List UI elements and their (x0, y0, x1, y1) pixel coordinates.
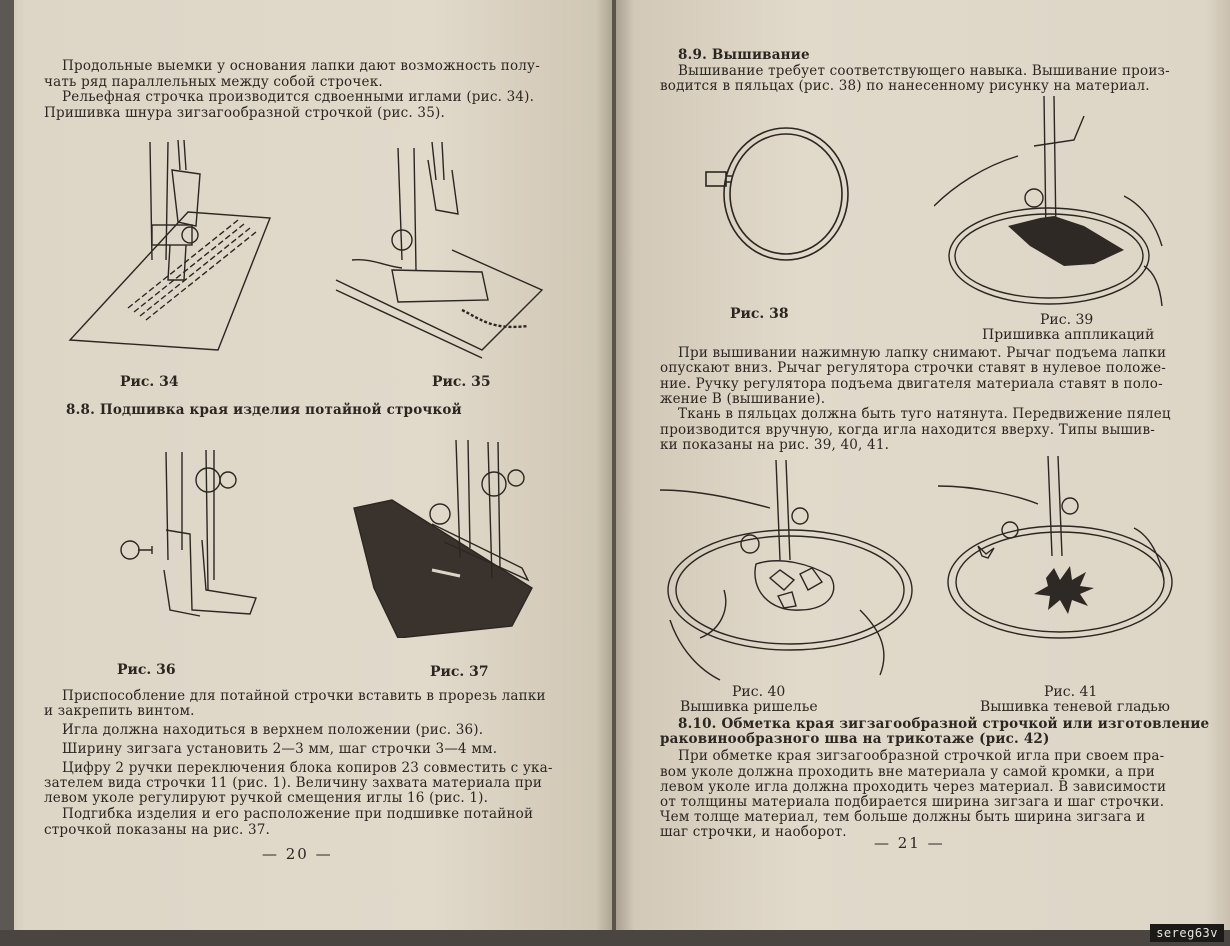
figure-35-caption: Рис. 35 (432, 374, 491, 390)
watermark: sereg63v (1150, 924, 1224, 942)
figure-41-caption: Рис. 41 (1044, 684, 1098, 700)
figure-39-illustration (934, 96, 1164, 311)
right-page: 8.9. Вышивание Вышивание требует соответ… (616, 0, 1230, 946)
left-edge (0, 0, 14, 946)
left-body-line: и закрепить винтом. (44, 703, 195, 719)
book-gutter (612, 0, 618, 946)
figure-37-caption: Рис. 37 (430, 664, 489, 680)
right-section2-line: При обметке края зигзагообразной строчко… (678, 748, 1165, 764)
right-section2-line: от толщины материала подбирается ширина … (660, 794, 1165, 810)
left-intro-line: чать ряд параллельных между собой строче… (44, 74, 383, 90)
left-section-heading: 8.8. Подшивка края изделия потайной стро… (66, 402, 462, 418)
figure-38-illustration (702, 122, 852, 272)
left-body-line: Игла должна находиться в верхнем положен… (62, 722, 484, 738)
figure-40-subcaption: Вышивка ришелье (680, 699, 818, 715)
left-body-line: левом уколе регулируют ручкой смещения и… (44, 790, 489, 806)
right-section2-line: левом уколе игла должна проходить через … (660, 779, 1167, 795)
right-body-line: ки показаны на рис. 39, 40, 41. (660, 437, 890, 453)
right-body-line: жение В (вышивание). (660, 391, 826, 407)
right-section2-line: вом уколе должна проходить вне материала… (660, 764, 1155, 780)
figure-37-illustration (352, 438, 552, 638)
right-section2-heading: раковинообразного шва на трикотаже (рис.… (660, 731, 1050, 747)
left-body-line: строчкой показаны на рис. 37. (44, 822, 271, 838)
figure-36-illustration (110, 450, 270, 630)
bottom-edge (0, 930, 1230, 946)
figure-41-illustration (938, 456, 1178, 666)
left-intro-line: Рельефная строчка производится сдвоенным… (62, 89, 535, 105)
right-intro-line: водится в пяльцах (рис. 38) по нанесенно… (660, 78, 1150, 94)
left-page: Продольные выемки у основания лапки дают… (0, 0, 614, 946)
right-body-line: Ткань в пяльцах должна быть туго натянут… (678, 406, 1171, 422)
figure-36-caption: Рис. 36 (117, 662, 176, 678)
right-section2-line: шаг строчки, и наоборот. (660, 824, 847, 840)
right-body-line: опускают вниз. Рычаг регулятора строчки … (660, 360, 1167, 376)
right-body-line: производится вручную, когда игла находит… (660, 422, 1156, 438)
right-section2-heading: 8.10. Обметка края зигзагообразной строч… (678, 716, 1210, 732)
figure-39-subcaption: Пришивка аппликаций (982, 327, 1155, 343)
left-intro-line: Пришивка шнура зигзагообразной строчкой … (44, 105, 445, 121)
figure-40-caption: Рис. 40 (732, 684, 786, 700)
right-section2-line: Чем толще материал, тем больше должны бы… (660, 809, 1146, 825)
figure-40-illustration (660, 460, 930, 685)
right-body-line: ние. Ручку регулятора подъема двигателя … (660, 376, 1163, 392)
right-page-number: — 21 — (874, 834, 945, 852)
figure-38-caption: Рис. 38 (730, 306, 789, 322)
left-body-line: Подгибка изделия и его расположение при … (62, 806, 534, 822)
right-body-line: При вышивании нажимную лапку снимают. Ры… (678, 345, 1167, 361)
left-body-line: Ширину зигзага установить 2—3 мм, шаг ст… (62, 741, 498, 757)
figure-39-caption: Рис. 39 (1040, 312, 1094, 328)
left-page-number: — 20 — (262, 845, 333, 863)
right-intro-line: Вышивание требует соответствующего навык… (678, 63, 1170, 79)
left-body-line: зателем вида строчки 11 (рис. 1). Величи… (44, 775, 543, 791)
figure-41-subcaption: Вышивка теневой гладью (980, 699, 1170, 715)
right-section-heading: 8.9. Вышивание (678, 47, 810, 63)
left-intro-line: Продольные выемки у основания лапки дают… (62, 58, 540, 74)
left-body-line: Цифру 2 ручки переключения блока копиров… (62, 760, 553, 776)
figure-34-caption: Рис. 34 (120, 374, 179, 390)
left-body-line: Приспособление для потайной строчки вста… (62, 688, 546, 704)
figure-35-illustration (332, 140, 552, 360)
figure-34-illustration (68, 140, 278, 360)
